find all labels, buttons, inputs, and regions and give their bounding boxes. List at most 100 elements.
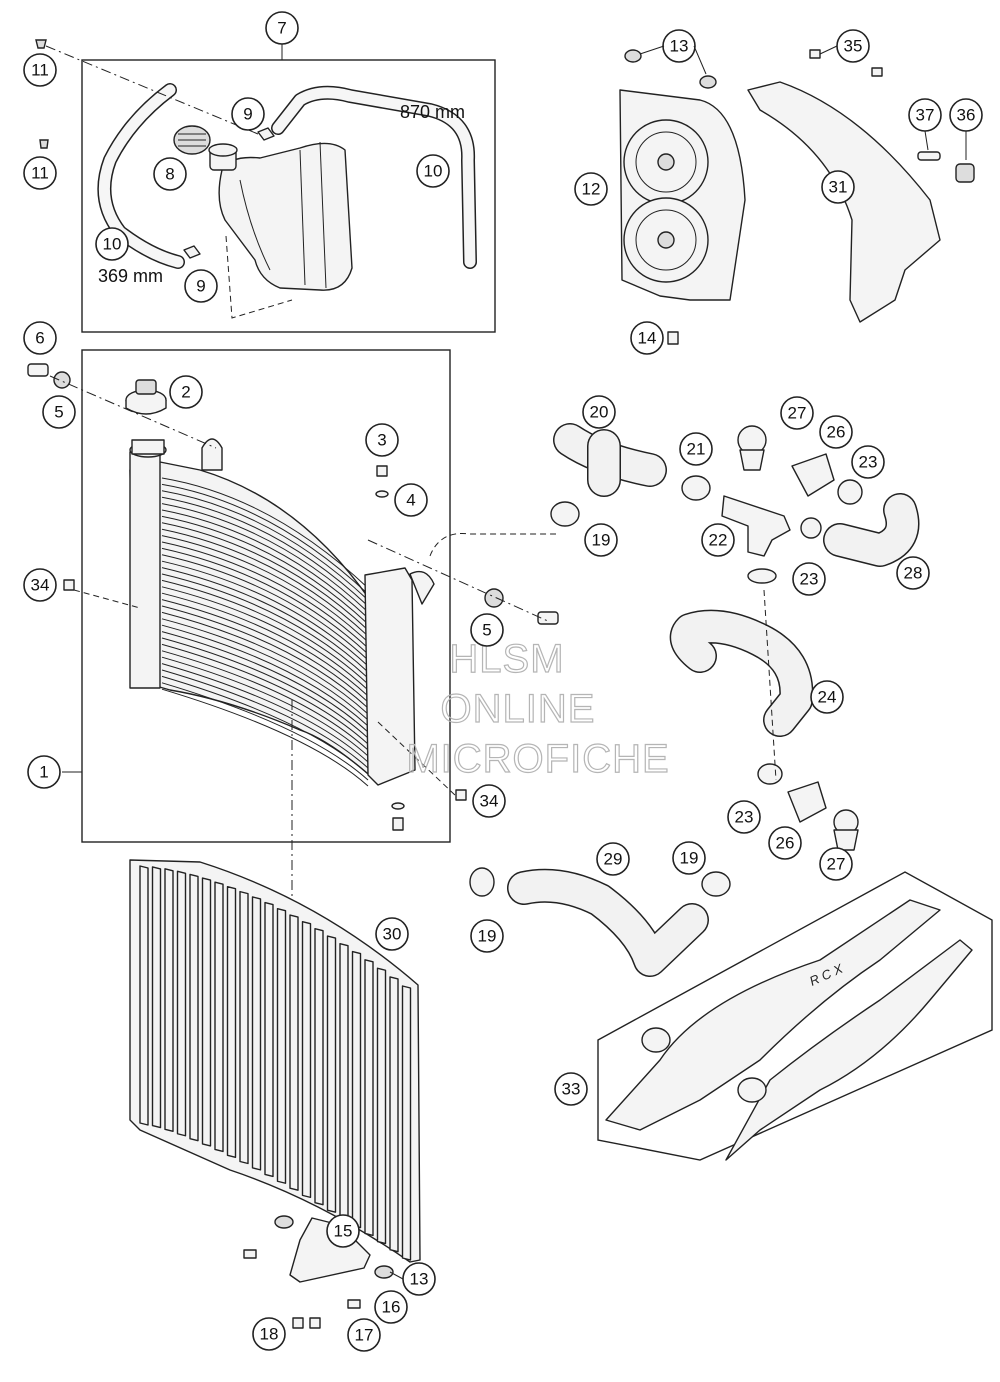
svg-text:16: 16 (382, 1298, 401, 1317)
radiator-fin-line (161, 624, 369, 727)
callout: 21 (679, 432, 713, 466)
svg-text:31: 31 (829, 178, 848, 197)
callout: 35 (836, 29, 870, 63)
svg-text:23: 23 (859, 453, 878, 472)
coolant-hose-20 (553, 423, 667, 497)
grille-slat (151, 866, 162, 1129)
grille-slat (401, 985, 412, 1261)
callout: 26 (768, 826, 802, 860)
grille-slat (201, 877, 212, 1147)
clip-nut (63, 579, 75, 591)
svg-text:1: 1 (39, 763, 48, 782)
radiator-fin-line (161, 515, 369, 625)
grille-slat (251, 896, 262, 1171)
svg-text:19: 19 (680, 849, 699, 868)
callout: 11 (23, 156, 57, 190)
callout: 12 (574, 172, 608, 206)
radiator-fin-line (161, 611, 369, 715)
grille-slat (214, 881, 224, 1153)
radiator-group-box (81, 349, 451, 843)
radiator-fin-line (161, 592, 369, 697)
callout: 13 (402, 1262, 436, 1296)
callout: 23 (727, 800, 761, 834)
callout: 22 (701, 523, 735, 557)
svg-text:29: 29 (604, 850, 623, 869)
svg-text:14: 14 (638, 329, 657, 348)
svg-text:30: 30 (383, 925, 402, 944)
radiator-fin-line (161, 637, 369, 739)
callout: 28 (896, 556, 930, 590)
callout: 6 (23, 321, 57, 355)
callout: 10 (416, 154, 450, 188)
grille-slats (139, 865, 412, 1261)
watermark-line-1: HLSM (449, 637, 564, 681)
radiator-guard: R C X (605, 899, 973, 1161)
callout: 31 (821, 170, 855, 204)
leader-lines (389, 45, 967, 1280)
cover-screw (809, 49, 975, 183)
radiator-fin-line (161, 547, 369, 655)
callout: 20 (582, 395, 616, 429)
radiator-fin-line (161, 483, 369, 595)
radiator-fin-line (161, 528, 369, 637)
svg-text:24: 24 (818, 688, 837, 707)
radiator-fin-line (161, 663, 369, 763)
callout: 24 (810, 680, 844, 714)
svg-text:33: 33 (562, 1080, 581, 1099)
radiator-fin-line (161, 503, 369, 613)
hose-length-label-short: 369 mm (98, 266, 163, 286)
overflow-hose-short (97, 83, 185, 269)
callout: 7 (265, 11, 299, 45)
watermark-line-3: MICROFICHE (406, 737, 669, 781)
coolant-hose-24 (669, 609, 814, 737)
grille-slat (164, 868, 174, 1133)
callout: 5 (42, 395, 76, 429)
radiator-fin-line (161, 618, 369, 721)
thermostat (737, 425, 859, 851)
radiator-fin-line (161, 688, 369, 787)
svg-text:15: 15 (334, 1222, 353, 1241)
grille-slat (389, 976, 399, 1253)
radiator-fin-line (161, 675, 369, 775)
grille-slat (264, 901, 274, 1178)
overflow-hose-long (271, 85, 477, 269)
screw (35, 39, 49, 149)
radiator-fin-line (161, 599, 369, 703)
radiator-fin-line (161, 682, 369, 781)
watermark-line-2: ONLINE (441, 687, 596, 731)
svg-text:23: 23 (800, 570, 819, 589)
svg-text:3: 3 (377, 431, 386, 450)
svg-text:26: 26 (827, 423, 846, 442)
callout: 16 (374, 1290, 408, 1324)
svg-text:10: 10 (103, 235, 122, 254)
radiator-fin-line (161, 560, 369, 667)
svg-text:21: 21 (687, 440, 706, 459)
svg-text:5: 5 (482, 621, 491, 640)
side-cover (747, 81, 941, 323)
fan-grommet (624, 49, 717, 345)
callout: 36 (949, 98, 983, 132)
grille-slat (276, 907, 287, 1184)
radiator (129, 438, 435, 787)
callout: 19 (672, 841, 706, 875)
expansion-tank-cap (173, 125, 211, 155)
callout: 9 (231, 97, 265, 131)
radiator-fin-line (161, 477, 369, 589)
callout: 29 (596, 842, 630, 876)
radiator-fin-line (161, 567, 369, 673)
hose-length-label-long: 870 mm (400, 102, 465, 122)
radiator-fin-line (161, 554, 369, 661)
callout: 15 (326, 1214, 360, 1248)
callout: 17 (347, 1318, 381, 1352)
radiator-fin-line (161, 541, 369, 649)
callout: 8 (153, 157, 187, 191)
svg-text:4: 4 (406, 491, 415, 510)
callout-layer: 1 2 3 4 5 5 6 7 8 9 9 10 10 11 11 12 13 … (23, 11, 983, 1352)
svg-text:5: 5 (54, 403, 63, 422)
svg-text:34: 34 (31, 576, 50, 595)
callout: 3 (365, 423, 399, 457)
fasteners (243, 1215, 394, 1329)
watermark: HLSM ONLINE MICROFICHE (406, 636, 670, 781)
callout: 19 (584, 523, 618, 557)
